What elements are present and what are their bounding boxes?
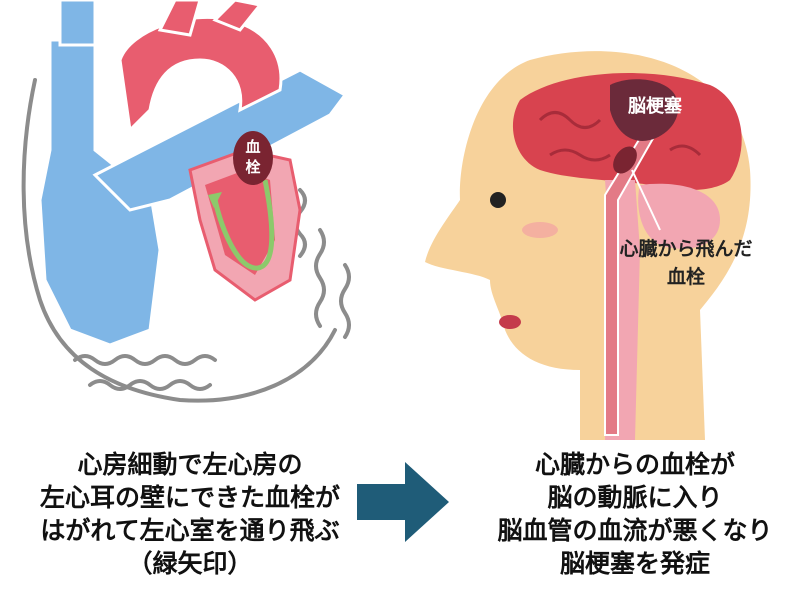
cerebellum (638, 183, 720, 249)
infarct-area (610, 79, 679, 141)
cheek (522, 222, 558, 238)
heart-caption-line: （緑矢印） (127, 549, 253, 578)
eye (490, 192, 506, 208)
heart-clot-label-1: 血 (245, 138, 260, 156)
brain-caption-line: 脳の動脈に入り (547, 483, 723, 512)
left-ventricle-cavity (205, 170, 275, 275)
right-arrow-icon (357, 462, 449, 542)
clot-path-arrow (212, 179, 275, 271)
pulmonary-artery (92, 68, 348, 212)
flying-clot-label-1: 心臓から飛んだ (619, 238, 752, 260)
heart-illustration: 血 栓 (21, 0, 351, 403)
brain-caption-line: 脳梗塞を発症 (559, 549, 710, 578)
head-illustration: 脳梗塞 心臓から飛んだ 血栓 (425, 51, 753, 440)
heart-caption-line: 心房細動で左心房の (77, 450, 303, 479)
heart-caption-line: はがれて左心室を通り飛ぶ (40, 516, 340, 545)
heart-caption: 心房細動で左心房の 左心耳の壁にできた血栓が はがれて左心室を通り飛ぶ （緑矢印… (20, 448, 360, 580)
head-clot (613, 146, 637, 174)
heart-clot-label-2: 栓 (245, 158, 260, 176)
vena-cava (38, 0, 162, 347)
brain-caption-line: 心臓からの血栓が (534, 450, 735, 479)
mouth (499, 315, 521, 329)
flying-clot-label-2: 血栓 (667, 265, 705, 288)
heart-caption-line: 左心耳の壁にできた血栓が (39, 483, 340, 512)
brain-caption-line: 脳血管の血流が悪くなり (497, 516, 773, 545)
green-arrowhead-icon (208, 192, 222, 208)
heart-clot (233, 131, 273, 185)
brain-caption: 心臓からの血栓が 脳の動脈に入り 脳血管の血流が悪くなり 脳梗塞を発症 (470, 448, 800, 580)
clot-pointer-line (631, 169, 661, 231)
infarct-label: 脳梗塞 (628, 95, 683, 117)
aorta (118, 0, 283, 134)
